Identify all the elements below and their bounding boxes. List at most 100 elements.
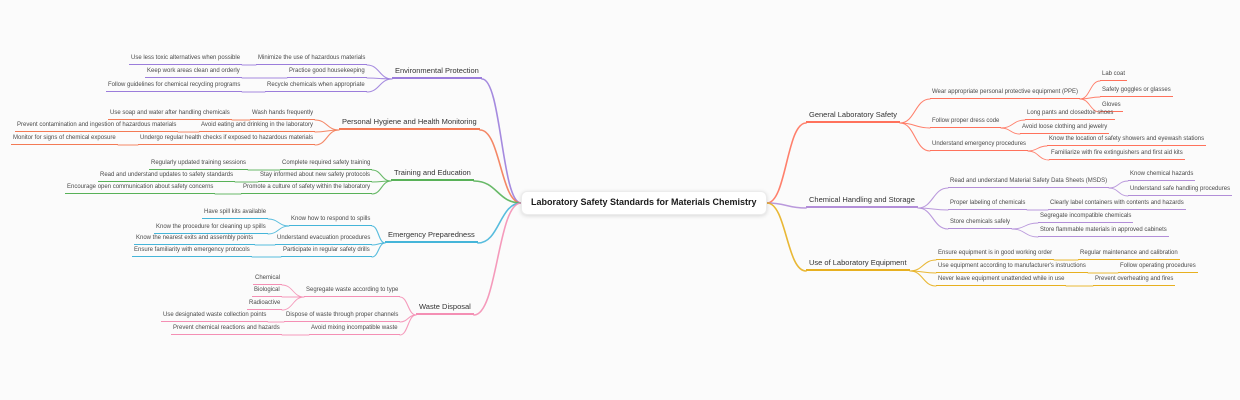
branch-link bbox=[909, 259, 937, 272]
mindmap-node: Gloves bbox=[1100, 102, 1123, 112]
mindmap-node: Chemical bbox=[253, 275, 283, 285]
mindmap-node: Prevent chemical reactions and hazards bbox=[171, 325, 282, 335]
branch-link bbox=[473, 202, 522, 316]
mindmap-node: Promote a culture of safety within the l… bbox=[241, 184, 373, 194]
mindmap-node: Biological bbox=[252, 287, 282, 297]
mindmap-node: Minimize the use of hazardous materials bbox=[256, 55, 368, 65]
branch-link bbox=[917, 187, 949, 209]
mindmap-node: Use designated waste collection points bbox=[161, 312, 269, 322]
mindmap-node: Use less toxic alternatives when possibl… bbox=[129, 55, 243, 65]
mindmap-node: Know chemical hazards bbox=[1128, 171, 1196, 181]
mindmap-node: Regular maintenance and calibration bbox=[1078, 250, 1180, 260]
branch-topic: Emergency Preparedness bbox=[385, 230, 478, 244]
branch-link bbox=[267, 225, 290, 235]
branch-link bbox=[1000, 119, 1026, 129]
branch-link bbox=[1011, 228, 1039, 238]
branch-link bbox=[1079, 80, 1101, 100]
mindmap-node: Wear appropriate personal protective equ… bbox=[930, 89, 1080, 99]
branch-link bbox=[1000, 127, 1021, 135]
branch-link bbox=[371, 242, 386, 258]
mindmap-node: Use soap and water after handling chemic… bbox=[108, 110, 232, 120]
mindmap-node: Prevent overheating and fires bbox=[1093, 276, 1176, 286]
mindmap-node: Know how to respond to spills bbox=[289, 216, 373, 226]
branch-link bbox=[766, 202, 807, 272]
branch-link bbox=[899, 122, 931, 152]
mindmap-node: Segregate waste according to type bbox=[304, 287, 401, 297]
mindmap-node: Radioactive bbox=[247, 300, 283, 310]
mindmap-node: Proper labeling of chemicals bbox=[948, 200, 1028, 210]
mindmap-node: Participate in regular safety drills bbox=[281, 247, 372, 257]
mindmap-node: Complete required safety training bbox=[280, 160, 373, 170]
branch-link bbox=[281, 296, 305, 311]
mindmap-node: Understand emergency procedures bbox=[930, 141, 1029, 151]
branch-link bbox=[899, 98, 931, 124]
mindmap-node: Avoid loose clothing and jewelry bbox=[1020, 124, 1110, 134]
mindmap-node: Avoid mixing incompatible waste bbox=[309, 325, 400, 335]
mindmap-node: Have spill kits available bbox=[202, 209, 269, 219]
mindmap-node: Never leave equipment unattended while i… bbox=[936, 276, 1067, 286]
branch-link bbox=[477, 202, 522, 244]
mindmap-node: Understand evacuation procedures bbox=[275, 235, 373, 245]
mindmap-node: Read and understand updates to safety st… bbox=[98, 172, 236, 182]
branch-topic: Training and Education bbox=[391, 168, 474, 182]
mindmap-node: Know the location of safety showers and … bbox=[1047, 136, 1207, 146]
branch-link bbox=[267, 218, 290, 227]
mindmap-node: Know the nearest exits and assembly poin… bbox=[134, 235, 256, 245]
mindmap-node: Store chemicals safely bbox=[948, 219, 1013, 229]
branch-link bbox=[909, 270, 937, 287]
mindmap-node: Undergo regular health checks if exposed… bbox=[138, 135, 316, 145]
branch-link bbox=[766, 122, 807, 204]
mindmap-node: Read and understand Material Safety Data… bbox=[948, 178, 1110, 188]
branch-link bbox=[1011, 222, 1039, 230]
mindmap-node: Encourage open communication about safet… bbox=[65, 184, 216, 194]
branch-link bbox=[1108, 180, 1129, 189]
branch-link bbox=[481, 78, 522, 204]
branch-link bbox=[399, 314, 417, 336]
mindmap-node: Ensure familiarity with emergency protoc… bbox=[132, 247, 252, 257]
mindmap-node: Recycle chemicals when appropriate bbox=[265, 82, 367, 92]
branch-link bbox=[917, 207, 949, 230]
branch-link bbox=[1079, 98, 1101, 113]
mindmap-node: Follow operating procedures bbox=[1118, 263, 1198, 273]
mindmap-node: Practice good housekeeping bbox=[287, 68, 367, 78]
mindmap-node: Safety goggles or glasses bbox=[1100, 87, 1173, 97]
mindmap-node: Ensure equipment is in good working orde… bbox=[936, 250, 1055, 260]
branch-link bbox=[479, 129, 522, 204]
mindmap-node: Monitor for signs of chemical exposure bbox=[11, 135, 118, 145]
branch-topic: Chemical Handling and Storage bbox=[806, 195, 918, 209]
branch-link bbox=[371, 169, 392, 182]
mindmap-node: Wash hands frequently bbox=[250, 110, 316, 120]
mindmap-node: Familiarize with fire extinguishers and … bbox=[1049, 150, 1185, 160]
branch-link bbox=[1027, 150, 1050, 161]
mindmap-node: Segregate incompatible chemicals bbox=[1038, 213, 1134, 223]
mindmap-node: Keep work areas clean and orderly bbox=[145, 68, 242, 78]
branch-topic: Personal Hygiene and Health Monitoring bbox=[339, 117, 480, 131]
mindmap-node: Long pants and closedtoe shoes bbox=[1025, 110, 1116, 120]
mindmap-node: Know the procedure for cleaning up spill… bbox=[154, 224, 268, 234]
branch-topic: Use of Laboratory Equipment bbox=[806, 258, 910, 272]
mindmap-node: Follow guidelines for chemical recycling… bbox=[106, 82, 243, 92]
branch-link bbox=[1108, 187, 1129, 197]
mindmap-node: Dispose of waste through proper channels bbox=[284, 312, 401, 322]
mindmap-node: Prevent contamination and ingestion of h… bbox=[15, 122, 179, 132]
branch-link bbox=[473, 180, 522, 204]
central-topic: Laboratory Safety Standards for Material… bbox=[521, 191, 767, 215]
branch-link bbox=[314, 119, 340, 131]
mindmap-node: Stay informed about new safety protocols bbox=[258, 172, 373, 182]
branch-link bbox=[366, 78, 393, 93]
branch-link bbox=[1027, 145, 1048, 152]
mindmap-node: Store flammable materials in approved ca… bbox=[1038, 227, 1169, 237]
mindmap-node: Understand safe handling procedures bbox=[1128, 186, 1233, 196]
branch-topic: General Laboratory Safety bbox=[806, 110, 900, 124]
branch-topic: Environmental Protection bbox=[392, 66, 482, 80]
branch-link bbox=[314, 129, 340, 146]
branch-link bbox=[766, 202, 807, 209]
branch-link bbox=[399, 296, 417, 316]
branch-link bbox=[281, 284, 305, 298]
branch-link bbox=[371, 180, 392, 195]
mindmap-node: Use equipment according to manufacturer'… bbox=[936, 263, 1088, 273]
mindmap-node: Regularly updated training sessions bbox=[149, 160, 249, 170]
branch-link bbox=[366, 64, 393, 80]
